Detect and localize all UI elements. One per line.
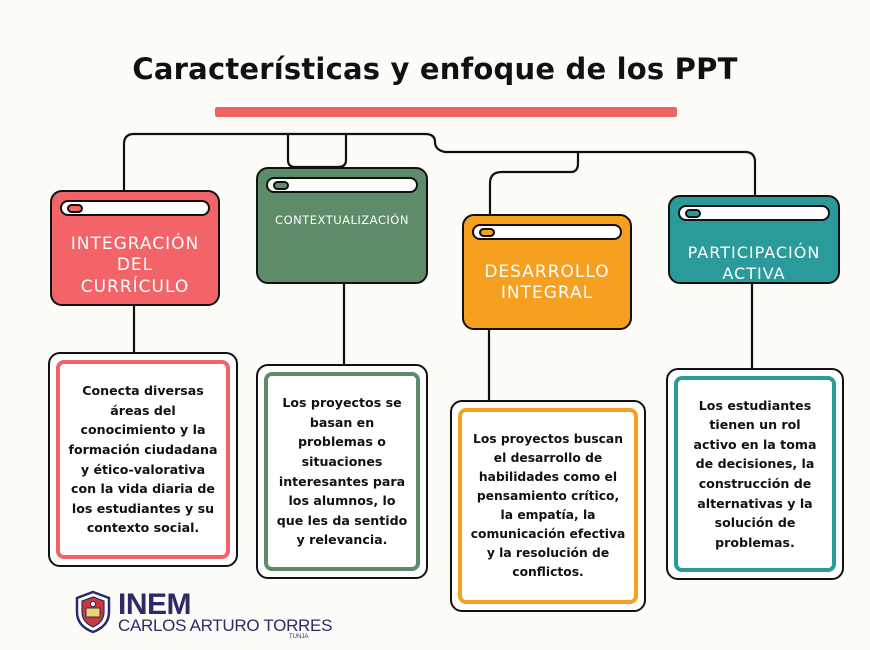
card-window-bar <box>678 205 830 221</box>
card-desarrollo-integral: DESARROLLO INTEGRAL <box>462 214 632 330</box>
card-integracion-curriculo: INTEGRACIÓN DEL CURRÍCULO <box>50 190 220 306</box>
description-box-2: Los proyectos se basan en problemas o si… <box>256 364 428 579</box>
description-box-4: Los estudiantes tienen un rol activo en … <box>666 368 844 580</box>
logo-school-name: CARLOS ARTURO TORRES <box>118 616 333 635</box>
shield-crest-icon <box>75 590 111 634</box>
pill-icon <box>479 228 495 237</box>
card-heading: PARTICIPACIÓN ACTIVA <box>687 243 821 283</box>
school-logo: INEM CARLOS ARTURO TORRES TUNJA <box>74 588 344 640</box>
card-contextualizacion: CONTEXTUALIZACIÓN <box>256 167 428 284</box>
description-text: Los proyectos se basan en problemas o si… <box>264 372 420 571</box>
description-text: Los estudiantes tienen un rol activo en … <box>674 376 836 572</box>
description-text: Conecta diversas áreas del conocimiento … <box>56 360 230 559</box>
card-participacion-activa: PARTICIPACIÓN ACTIVA <box>668 195 840 284</box>
logo-name: INEM <box>118 588 192 621</box>
page-title: Características y enfoque de los PPT <box>132 52 738 86</box>
description-text: Los proyectos buscan el desarrollo de ha… <box>458 408 638 604</box>
card-window-bar <box>60 200 210 216</box>
connector-left-branch <box>286 132 348 169</box>
card-heading: INTEGRACIÓN DEL CURRÍCULO <box>70 234 200 297</box>
description-box-3: Los proyectos buscan el desarrollo de ha… <box>450 400 646 612</box>
pill-icon <box>685 209 701 218</box>
title-underline <box>215 107 677 117</box>
card-window-bar <box>472 224 622 240</box>
pill-icon <box>67 204 83 213</box>
logo-city: TUNJA <box>289 634 309 640</box>
card-heading: CONTEXTUALIZACIÓN <box>275 213 409 227</box>
description-box-1: Conecta diversas áreas del conocimiento … <box>48 352 238 567</box>
connector-card3 <box>488 150 580 218</box>
pill-icon <box>273 181 289 190</box>
card-heading: DESARROLLO INTEGRAL <box>484 262 610 304</box>
connector-main-horizontal <box>122 132 757 198</box>
card-window-bar <box>266 177 418 193</box>
